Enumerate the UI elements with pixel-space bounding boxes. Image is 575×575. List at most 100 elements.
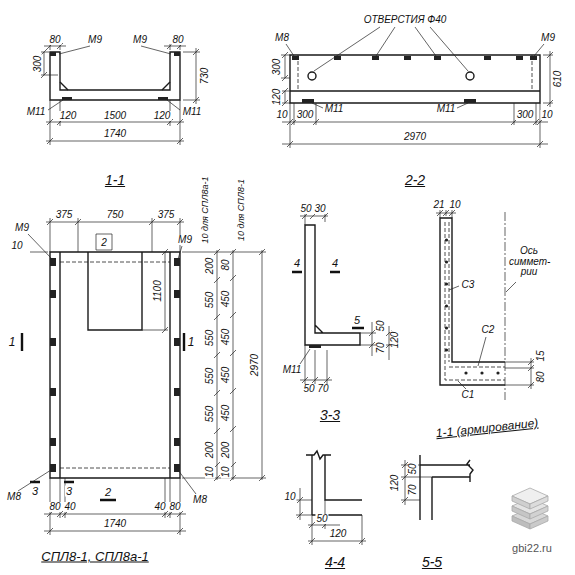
dimension-label: 80 [48, 35, 61, 45]
dimension-label: 40 [153, 502, 166, 512]
dimension-label: 1740 [103, 129, 127, 139]
section-title: 4-4 [324, 555, 346, 569]
dimension-label: 30 [313, 204, 326, 214]
section-2-2-stroke [292, 56, 537, 103]
dimension-label: 375 [55, 210, 74, 220]
dimension-label: 200 [205, 441, 215, 460]
note-text: Ось симмет- рии [508, 246, 550, 278]
part-mark: М9 [87, 35, 103, 45]
section-3-3 [292, 212, 392, 384]
plan-view-stroke [18, 234, 196, 494]
dimension-label: 200 [205, 257, 215, 276]
dimension-label: 10 [540, 110, 553, 120]
dimension-label: 120 [390, 474, 400, 493]
watermark-icon [512, 488, 548, 529]
watermark-icon-stroke [530, 496, 548, 509]
dimension-label: 610 [553, 70, 563, 89]
dimension-label: 50 [408, 462, 418, 475]
section-2-2 [281, 27, 553, 148]
section-5-5-stroke [401, 460, 432, 505]
dimension-label: 50 [299, 204, 312, 214]
part-mark: М11 [324, 104, 345, 114]
dimension-label: 120 [272, 88, 282, 107]
plan-view-stroke [44, 478, 186, 535]
dimension-label: 120 [329, 529, 348, 539]
dimension-label: 2970 [403, 132, 427, 142]
dimension-label: 200 [221, 441, 231, 460]
section-2-2-stroke [281, 52, 290, 106]
dimension-label: 1500 [103, 111, 127, 121]
section-mark: 1 [187, 336, 196, 348]
section-mark: 1 [8, 336, 17, 348]
dimension-label: 10 [10, 241, 23, 251]
section-1-1-stroke [46, 100, 184, 145]
note-text: ОТВЕРСТИЯ Ф40 [363, 15, 448, 25]
section-2-2-stroke [466, 72, 474, 80]
dimension-label: 15 [536, 349, 546, 362]
section-mark: 4 [331, 258, 339, 269]
part-mark: С1 [461, 390, 476, 400]
section-3-3-stroke [300, 349, 310, 364]
dimension-label: 120 [153, 111, 172, 121]
dimension-label: 120 [59, 111, 78, 121]
dimension-label: 21 [432, 200, 445, 210]
dimension-label: 50 [376, 319, 386, 332]
dimension-label: 10 [275, 110, 288, 120]
section-reinforcement-stroke [445, 238, 500, 374]
dimension-label: 450 [221, 328, 231, 347]
part-mark: М8 [274, 33, 290, 43]
part-mark: М9 [177, 235, 193, 245]
section-1-1-stroke [48, 46, 180, 110]
dimension-label: 70 [376, 341, 386, 354]
dimension-label: 80 [171, 35, 184, 45]
dimension-label: 550 [205, 367, 215, 386]
part-mark: С2 [481, 325, 496, 335]
dimension-label: 70 [316, 384, 329, 394]
part-mark: М11 [282, 365, 303, 375]
section-2-2-stroke [286, 27, 544, 108]
section-3-3-stroke [292, 272, 364, 328]
dimension-label: 1100 [153, 279, 163, 303]
watermark-icon-stroke [512, 496, 530, 509]
section-5-5-stroke [420, 455, 473, 520]
plan-view-stroke [182, 249, 266, 481]
dimension-label: 300 [296, 110, 315, 120]
dimension-label: 80 [536, 370, 546, 383]
section-mark: 3 [65, 486, 73, 497]
watermark: gbi22.ru [511, 543, 553, 554]
section-2-2-stroke [543, 51, 553, 107]
section-reinforcement-stroke [505, 358, 534, 389]
section-mark: 2 [100, 238, 108, 248]
section-1-1-stroke [183, 48, 200, 104]
section-mark: 5 [353, 315, 361, 326]
section-2-2-stroke [298, 55, 532, 91]
part-mark: М9 [14, 223, 30, 233]
part-mark: М9 [540, 33, 556, 43]
plan-view-stroke [50, 252, 180, 478]
dimension-label: 50 [315, 514, 328, 524]
dimension-label: 300 [516, 110, 535, 120]
part-mark: М8 [192, 495, 208, 505]
part-mark: М9 [132, 35, 148, 45]
dimension-label: 1740 [103, 519, 127, 529]
dimension-label: 80 [48, 502, 61, 512]
dimension-label: 80 [168, 502, 181, 512]
dimension-label: 2970 [250, 353, 260, 377]
section-4-4 [296, 451, 366, 545]
section-4-4-stroke [296, 488, 312, 520]
section-3-3-stroke [309, 345, 321, 348]
plan-view [18, 218, 266, 535]
section-title: 1-1 (армирование) [434, 417, 539, 440]
dimension-label: 450 [221, 404, 231, 423]
dimension-label: 375 [157, 210, 176, 220]
section-reinforcement-stroke [440, 218, 505, 385]
dimension-label: 300 [272, 58, 282, 77]
section-title: 5-5 [421, 555, 443, 569]
part-mark: М8 [6, 492, 22, 502]
section-mark: 2 [104, 487, 112, 498]
section-1-1-stroke [50, 52, 180, 100]
note-text: 10 для СПЛ8а-1 [201, 175, 210, 244]
section-title: 2-2 [404, 173, 426, 187]
section-title: 3-3 [319, 408, 341, 422]
